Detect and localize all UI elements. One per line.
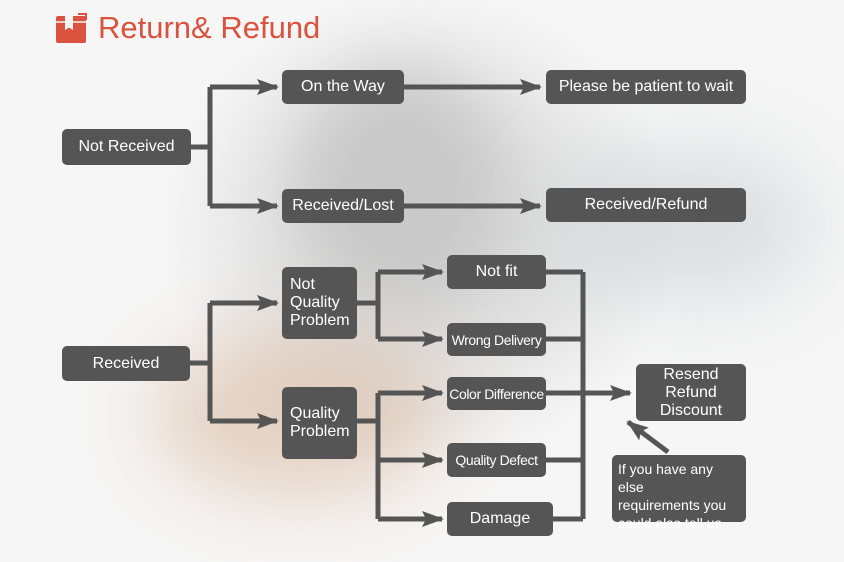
background-shape — [560, 150, 820, 300]
package-box-icon — [56, 13, 87, 43]
node-resend-refund-discount: Resend Refund Discount — [636, 364, 746, 421]
node-not-received: Not Received — [62, 129, 191, 165]
node-please-wait: Please be patient to wait — [546, 70, 746, 104]
node-received: Received — [62, 346, 190, 381]
node-received-refund: Received/Refund — [546, 188, 746, 222]
note-extra-requirements: If you have any else requirements you co… — [612, 455, 746, 531]
node-damage: Damage — [447, 502, 553, 536]
page-title: Return& Refund — [98, 10, 321, 45]
node-not-quality-problem: Not Quality Problem — [282, 267, 357, 339]
node-not-fit: Not fit — [447, 255, 546, 289]
node-quality-defect: Quality Defect — [447, 443, 546, 477]
node-color-difference: Color Difference — [447, 377, 546, 410]
node-quality-problem: Quality Problem — [282, 387, 357, 459]
note-pointer — [626, 420, 670, 454]
node-on-the-way: On the Way — [282, 70, 404, 104]
node-wrong-delivery: Wrong Delivery — [447, 323, 546, 356]
node-received-lost: Received/Lost — [282, 189, 404, 223]
page-header: Return& Refund — [54, 8, 320, 48]
